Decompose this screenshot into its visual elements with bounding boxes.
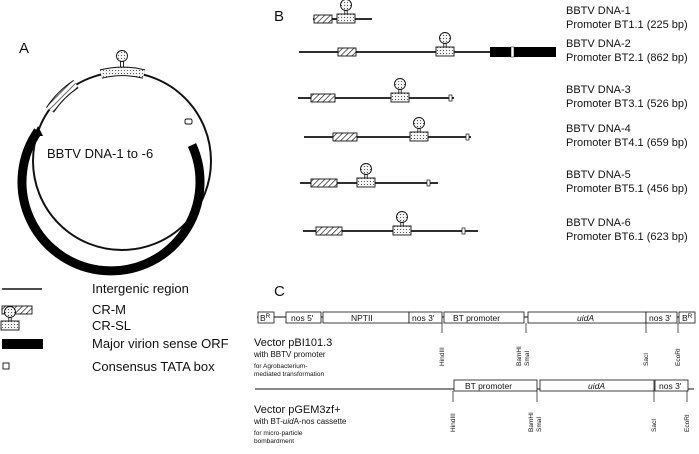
v1-box-nos5: nos 5' xyxy=(291,313,314,323)
v1-box-nos3: nos 3' xyxy=(412,313,435,323)
v2-box-nos3: nos 3' xyxy=(659,381,682,391)
v2-line3: for micro-particle xyxy=(254,430,303,437)
dna-3-promoter: Promoter BT3.1 (526 bp) xyxy=(566,98,688,110)
v2-site-hindiii: HindIII xyxy=(450,413,457,432)
dna-4-name: BBTV DNA-4 xyxy=(566,123,631,135)
v2-site-bamhi: BamHI xyxy=(528,412,535,432)
legend-cr-m-symbol xyxy=(1,305,33,315)
legend-intergenic: Intergenic region xyxy=(92,281,189,296)
dna-1-map xyxy=(313,0,372,24)
legend-cr-m: CR-M xyxy=(92,302,126,317)
legend-cr-sl: CR-SL xyxy=(92,318,131,333)
v1-site-hindiii: HindIII xyxy=(439,347,446,366)
legend-tata: Consensus TATA box xyxy=(92,359,215,374)
dna-6-name: BBTV DNA-6 xyxy=(566,217,631,229)
v1-line2: with BBTV promoter xyxy=(253,350,326,359)
dna-6-map xyxy=(303,211,478,236)
v1-site-saci: SacI xyxy=(643,353,650,366)
dna-3-name: BBTV DNA-3 xyxy=(566,84,631,96)
v2-title: Vector pGEM3zf+ xyxy=(254,404,341,416)
legend-orf-symbol xyxy=(2,339,43,349)
tata-box-marker xyxy=(184,118,193,125)
v1-box-uida: uidA xyxy=(577,313,594,323)
v1-box-bt-promoter: BT promoter xyxy=(453,313,500,323)
dna-5-map xyxy=(300,163,438,188)
dna-1-promoter: Promoter BT1.1 (225 bp) xyxy=(566,19,688,31)
v1-line3: for Agrobacterium- xyxy=(254,363,307,370)
v2-box-bt-promoter: BT promoter xyxy=(465,381,512,391)
panel-label-c: C xyxy=(274,283,285,300)
vector-1-construct: BR nos 5' NPTII nos 3' BT promoter uidA … xyxy=(257,311,696,366)
dna-5-promoter: Promoter BT5.1 (456 bp) xyxy=(566,183,688,195)
dna-4-promoter: Promoter BT4.1 (659 bp) xyxy=(566,137,688,149)
dna-1-name: BBTV DNA-1 xyxy=(566,5,631,17)
dna-3-map xyxy=(298,78,454,103)
v2-line2: with BT-uidA-nos cassette xyxy=(253,417,347,426)
v1-box-nptii: NPTII xyxy=(351,313,373,323)
v2-site-saci: SacI xyxy=(651,419,658,432)
cr-sl-arc xyxy=(100,67,145,78)
legend: Intergenic region CR-M CR-SL Major virio… xyxy=(0,281,229,374)
vector-2-construct: BT promoter uidA nos 3' HindIII BamHI Sm… xyxy=(255,379,694,432)
dna-5-name: BBTV DNA-5 xyxy=(566,169,631,181)
v1-box-nos3b: nos 3' xyxy=(649,313,672,323)
cr-sl-loop xyxy=(116,50,128,62)
v2-box-uida: uidA xyxy=(588,381,605,391)
v1-title: Vector pBI101.3 xyxy=(254,337,332,349)
v1-box-b-left: BR xyxy=(260,313,271,323)
orf-arrowhead xyxy=(33,126,43,136)
dna-2-promoter: Promoter BT2.1 (862 bp) xyxy=(566,52,688,64)
panel-label-a: A xyxy=(19,40,29,57)
circle-label: BBTV DNA-1 to -6 xyxy=(47,146,153,161)
v1-box-b-right: BR xyxy=(682,313,693,323)
v1-line4: mediated transformation xyxy=(254,371,324,378)
legend-orf: Major virion sense ORF xyxy=(92,336,229,351)
dna-2-name: BBTV DNA-2 xyxy=(566,38,631,50)
v2-line4: bombardment xyxy=(254,438,294,445)
cr-m-arc xyxy=(46,80,79,113)
legend-tata-symbol xyxy=(2,362,10,370)
v1-site-bamhi: BamHI xyxy=(516,346,523,366)
panel-label-b: B xyxy=(274,8,284,25)
dna-2-map xyxy=(299,32,556,58)
dna-6-promoter: Promoter BT6.1 (623 bp) xyxy=(566,231,688,243)
v1-site-ecori: EcoRI xyxy=(675,348,682,366)
v1-site-smai: SmaI xyxy=(524,351,531,366)
dna-4-map xyxy=(304,117,471,142)
v2-site-ecori: EcoRI xyxy=(684,414,691,432)
major-orf-arc xyxy=(17,128,205,276)
circular-genome-map: BBTV DNA-1 to -6 xyxy=(17,50,212,276)
v2-site-smai: SmaI xyxy=(536,417,543,432)
